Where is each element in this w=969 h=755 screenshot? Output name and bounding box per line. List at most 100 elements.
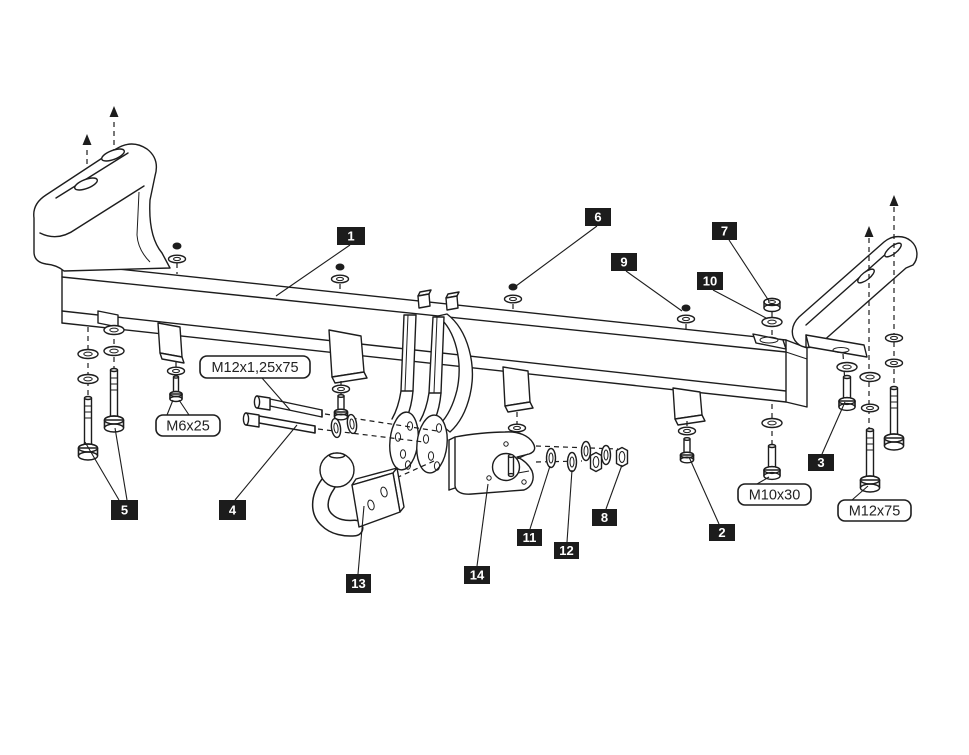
m12x75-bolt — [859, 427, 881, 493]
callout-3-label: 3 — [817, 455, 824, 470]
weld-bracket-midright — [502, 366, 534, 413]
weld-bracket-right — [672, 387, 706, 426]
left-plate-slot — [100, 148, 126, 162]
up-arrow-icon — [889, 195, 899, 206]
callout-6: 6 — [585, 208, 611, 226]
washer — [860, 403, 880, 413]
washer — [166, 366, 186, 376]
callout-10: 10 — [697, 272, 723, 290]
callout-7-label: 7 — [721, 224, 728, 239]
callout-2-label: 2 — [718, 525, 725, 540]
bolt-part3 — [838, 374, 856, 412]
callout-5: 5 — [111, 500, 138, 520]
washer — [836, 361, 858, 373]
callout-10-label: 10 — [703, 274, 717, 289]
leader-lines — [84, 225, 869, 575]
m10x30-bolt — [763, 443, 781, 481]
callout-9-label: 9 — [620, 255, 627, 270]
cover-plate-pin — [507, 455, 515, 476]
up-arrow-icon — [82, 134, 92, 145]
spec-label-m10x30: M10x30 — [737, 483, 812, 506]
cover-plate — [448, 431, 536, 495]
callout-4-label: 4 — [229, 503, 237, 518]
spec-label-m12x75: M12x75 — [837, 499, 912, 522]
nut-part7 — [763, 297, 781, 313]
washer — [600, 444, 612, 466]
callout-13-label: 13 — [351, 576, 365, 591]
spec-label-m12x125x75-text: M12x1,25x75 — [211, 360, 298, 376]
right-mounting-plate — [791, 235, 918, 358]
washer — [103, 345, 125, 357]
callout-14-label: 14 — [470, 568, 485, 583]
right-plate-foot — [805, 334, 868, 358]
long-bolt-part5 — [103, 367, 125, 433]
washer — [677, 426, 697, 436]
washer-part11 — [545, 447, 557, 469]
washer — [167, 254, 187, 264]
callout-14: 14 — [464, 566, 490, 584]
bolt-part2 — [679, 437, 695, 464]
screw-part6 — [508, 283, 518, 291]
m6x25-bolt — [169, 375, 183, 403]
washer — [329, 417, 343, 439]
screw-part9 — [681, 304, 691, 312]
left-plate-slot — [73, 177, 99, 191]
long-bolt — [883, 385, 905, 451]
callout-11-label: 11 — [523, 530, 537, 545]
callout-5-label: 5 — [121, 503, 128, 518]
left-mounting-plate — [33, 143, 171, 328]
callout-12-label: 12 — [559, 543, 573, 558]
washer — [859, 371, 881, 383]
spec-labels: M12x1,25x75 M6x25 M10x30 M12x75 — [155, 355, 912, 522]
washer — [77, 373, 99, 385]
callout-7: 7 — [712, 222, 737, 240]
washer — [77, 348, 99, 360]
washer — [884, 358, 904, 368]
callout-12: 12 — [554, 542, 579, 559]
callout-4: 4 — [219, 500, 246, 520]
washer — [103, 324, 125, 336]
left-fork-disc — [389, 411, 419, 471]
spec-label-m10x30-text: M10x30 — [749, 488, 801, 504]
callout-8: 8 — [592, 509, 617, 526]
spec-label-m12x75-text: M12x75 — [849, 504, 901, 520]
weld-bracket-left — [157, 322, 185, 364]
fork-arms — [389, 289, 460, 474]
screw — [172, 242, 182, 250]
washer — [331, 384, 351, 394]
up-arrow-icon — [864, 226, 874, 237]
washer — [884, 333, 904, 343]
right-plate-slot — [857, 268, 875, 284]
spec-label-m12x125x75: M12x1,25x75 — [199, 355, 311, 379]
callout-8-label: 8 — [601, 510, 608, 525]
right-plate-slot — [884, 242, 902, 258]
m12x125x75-bolts-part4 — [242, 395, 323, 434]
washer — [676, 314, 696, 324]
callout-3: 3 — [808, 454, 834, 471]
right-fork-disc — [416, 414, 448, 474]
direction-arrows — [82, 106, 899, 237]
keyhole-opening — [491, 452, 521, 482]
washer — [761, 417, 783, 429]
callout-9: 9 — [611, 253, 637, 271]
fasteners — [77, 242, 905, 493]
washer — [345, 413, 359, 435]
washer — [507, 423, 527, 433]
nut-part8 — [615, 446, 629, 468]
up-arrow-icon — [109, 106, 119, 117]
long-bolt-part5 — [77, 395, 99, 461]
callout-13: 13 — [346, 574, 371, 593]
bolt — [333, 394, 349, 421]
washer-part10 — [761, 316, 783, 328]
weld-bracket-midleft — [328, 329, 368, 384]
ball-mount-block — [351, 472, 401, 528]
callout-1-label: 1 — [347, 229, 354, 244]
washer — [503, 294, 523, 304]
nut — [589, 451, 603, 473]
callout-2: 2 — [709, 524, 735, 541]
callout-6-label: 6 — [594, 210, 601, 225]
washer-part12 — [566, 451, 578, 473]
washer — [580, 440, 592, 462]
